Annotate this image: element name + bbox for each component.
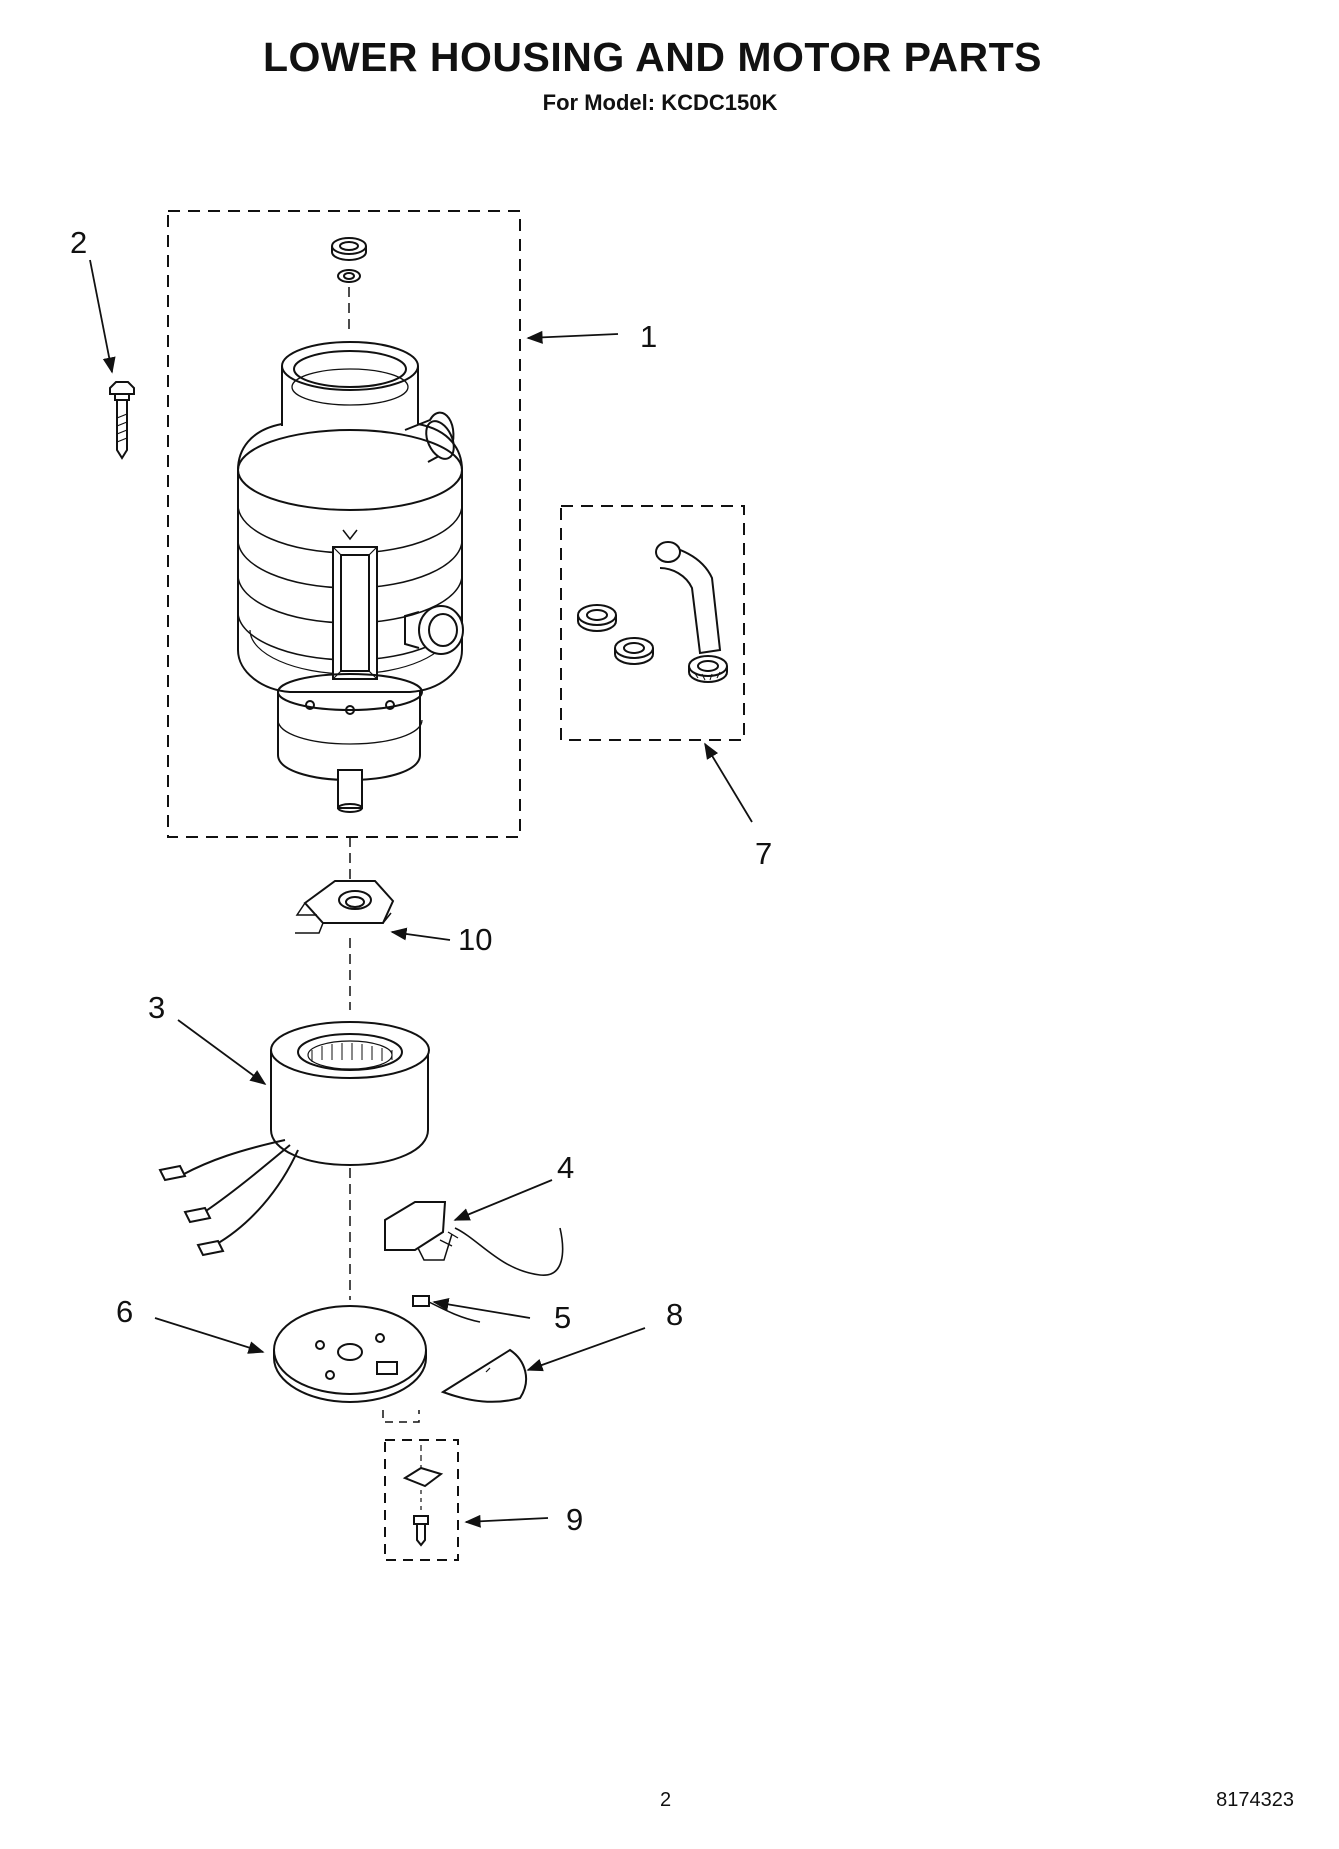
- callout-2: 2: [70, 225, 87, 260]
- leader-arrow-1: [526, 330, 619, 344]
- cup-bracket-part: [295, 880, 395, 934]
- motor-stator-part: [158, 1021, 430, 1257]
- callout-1: 1: [640, 319, 657, 354]
- callout-5: 5: [554, 1300, 571, 1335]
- page-number: 2: [660, 1789, 672, 1811]
- housing-assembly-group-box: [167, 210, 521, 838]
- leader-arrow-10: [390, 927, 451, 941]
- leader-arrow-9: [464, 1514, 549, 1528]
- callout-10: 10: [458, 922, 492, 957]
- leader-arrow-7: [704, 742, 753, 823]
- leader-arrow-5: [432, 1298, 531, 1319]
- leader-arrow-6: [154, 1317, 265, 1354]
- leader-arrow-8: [526, 1327, 646, 1372]
- callout-9: 9: [566, 1502, 583, 1537]
- bolt-part: [109, 381, 135, 460]
- callout-7: 7: [755, 836, 772, 871]
- base-plate-part: [273, 1305, 427, 1404]
- switch-part: [384, 1201, 564, 1276]
- fittings-group-box: [560, 505, 745, 741]
- leader-arrow-3: [177, 1019, 267, 1085]
- screw-gasket-group-box: [384, 1439, 459, 1561]
- leader-arrow-2: [89, 259, 116, 374]
- callout-4: 4: [557, 1150, 574, 1185]
- connector-part: [412, 1295, 481, 1323]
- callout-6: 6: [116, 1294, 133, 1329]
- fittings-part: [577, 541, 728, 683]
- model-subtitle: For Model: KCDC150K: [542, 90, 778, 115]
- leader-arrow-4: [453, 1179, 553, 1221]
- housing-part: [237, 237, 464, 813]
- gasket-screw-part: [402, 1466, 444, 1547]
- page-title: LOWER HOUSING AND MOTOR PARTS: [262, 34, 1043, 80]
- document-number: 8174323: [1216, 1789, 1294, 1811]
- callout-8: 8: [666, 1297, 683, 1332]
- insulator-part: [440, 1348, 528, 1403]
- callout-3: 3: [148, 990, 165, 1025]
